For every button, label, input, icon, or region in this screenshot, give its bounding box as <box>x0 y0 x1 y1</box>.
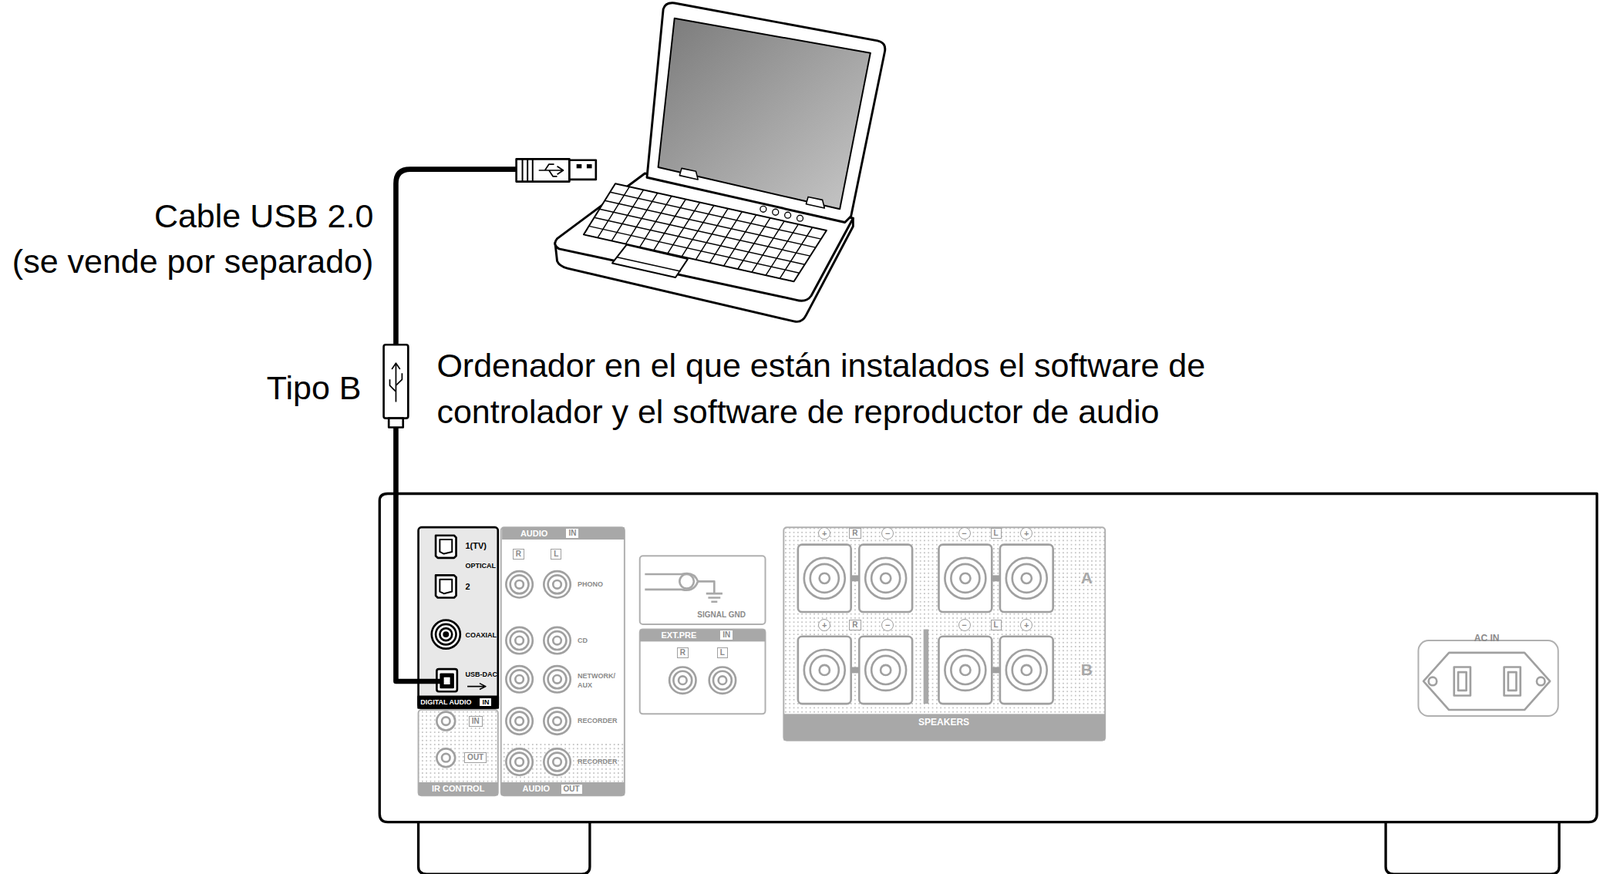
panel-label: OUT <box>464 752 487 764</box>
panel-label: OPTICAL <box>464 562 496 570</box>
panel-label: IN <box>565 528 579 539</box>
panel-label: + <box>1020 619 1033 632</box>
panel-label: 2 <box>464 582 470 593</box>
panel-label: L <box>550 549 562 560</box>
panel-label: RECORDER <box>577 757 618 766</box>
panel-label: + <box>818 527 831 540</box>
panel-label: − <box>958 619 971 632</box>
panel-label: IR CONTROL <box>431 784 485 795</box>
panel-label: R <box>512 549 525 560</box>
ir-jacks <box>436 712 455 768</box>
panel-label: RECORDER <box>577 717 618 725</box>
panel-label: L <box>717 647 728 659</box>
caption-label: Tipo B <box>266 369 362 408</box>
panel-label: AC IN <box>1474 633 1500 645</box>
signal-gnd-terminal <box>644 573 723 603</box>
panel-label: SPEAKERS <box>918 717 970 729</box>
panel-label: L <box>990 528 1002 539</box>
panel-label: IN <box>720 630 733 640</box>
panel-label: + <box>1020 527 1033 540</box>
panel-label: − <box>958 527 971 540</box>
panel-label: L <box>990 619 1002 631</box>
rca-jacks <box>505 571 736 776</box>
panel-label: B <box>1081 660 1093 680</box>
panel-label: + <box>818 619 831 632</box>
panel-label: DIGITAL AUDIO <box>420 698 472 707</box>
panel-label: AUDIO <box>520 528 548 539</box>
caption-label: Cable USB 2.0 <box>154 197 374 236</box>
panel-label: OUT <box>561 784 583 795</box>
speaker-terminals <box>798 545 1054 704</box>
panel-label: IN <box>479 698 492 707</box>
caption-label: Ordenador en el que están instalados el … <box>436 342 1254 435</box>
caption-label: (se vende por separado) <box>12 242 374 281</box>
panel-label: NETWORK/ AUX <box>577 671 626 691</box>
panel-groups <box>418 527 1559 796</box>
panel-label: R <box>677 647 689 659</box>
panel-label: IN <box>468 716 483 728</box>
laptop <box>555 3 886 323</box>
panel-label: A <box>1081 569 1093 588</box>
panel-label: EXT.PRE <box>661 630 698 641</box>
panel-label: − <box>881 619 894 632</box>
panel-label: COAXIAL <box>464 631 497 640</box>
panel-label: CD <box>577 636 588 645</box>
panel-label: AUDIO <box>522 784 550 795</box>
ac-inlet <box>1423 653 1550 711</box>
panel-label: SIGNAL GND <box>697 610 746 620</box>
panel-label: − <box>881 527 894 540</box>
panel-label: R <box>848 619 861 631</box>
panel-bands <box>418 527 1106 796</box>
panel-label: PHONO <box>577 580 603 589</box>
amplifier-rear <box>379 493 1597 874</box>
panel-label: USB-DAC <box>464 670 498 679</box>
panel-label: 1(TV) <box>464 541 487 552</box>
panel-label: R <box>848 528 861 539</box>
